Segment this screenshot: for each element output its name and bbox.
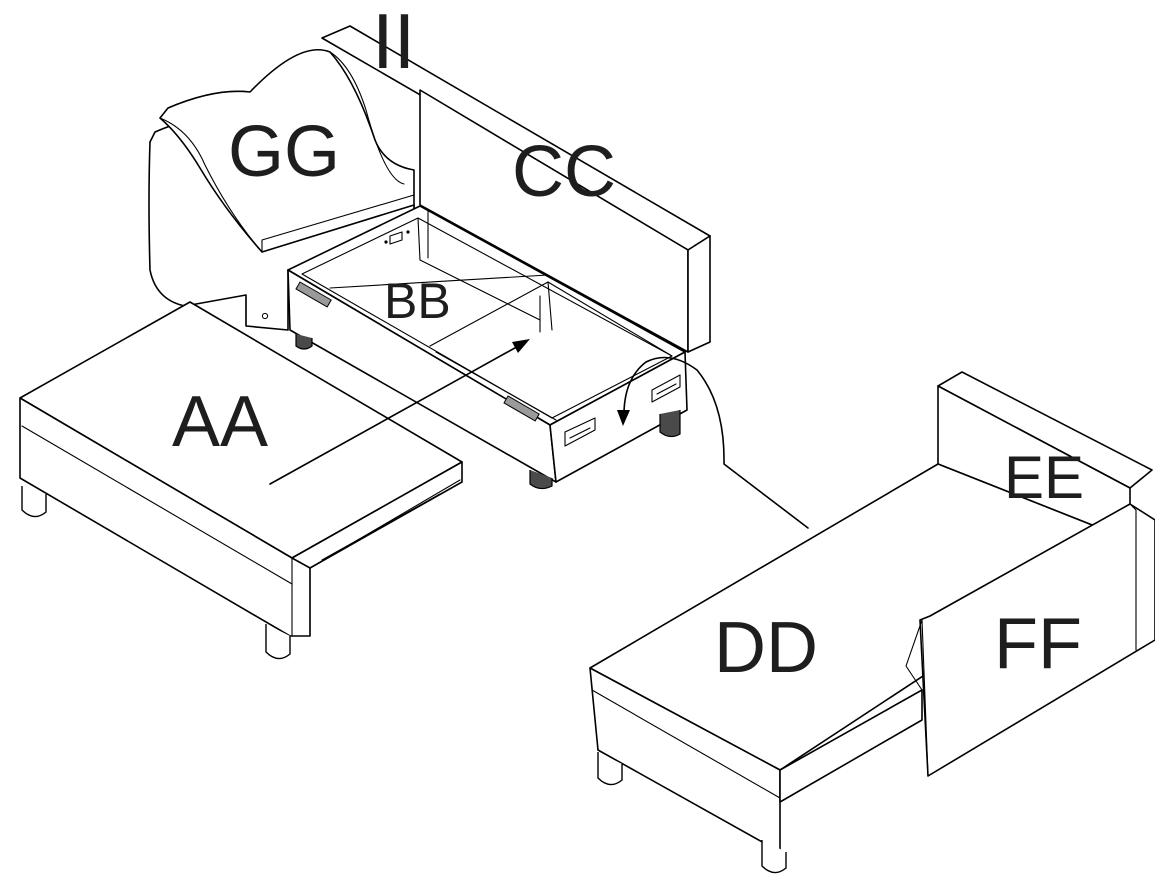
label-gg: GG [228,112,340,192]
chaise-aa [19,301,463,660]
part-labels: II GG CC BB AA EE DD FF [172,0,1084,688]
armrest-ff [905,503,1155,777]
rotate-arrow-line [623,356,809,529]
backrest-cc [321,25,711,353]
seat-dd [589,463,1131,874]
label-ee: EE [1004,444,1084,511]
armrest-backrest-module [148,25,711,490]
chaise-dd-module [589,371,1155,874]
assembly-arrows [269,339,809,529]
label-cc: CC [512,132,616,212]
storage-box-bb [287,205,688,490]
label-ff: FF [994,604,1082,684]
slide-arrow-head [512,339,530,353]
label-dd: DD [714,608,818,688]
rotate-arrow-head [617,410,630,426]
label-aa: AA [172,382,268,462]
slide-arrow-line [269,343,523,485]
label-bb: BB [384,273,451,329]
label-ii: II [372,0,415,85]
